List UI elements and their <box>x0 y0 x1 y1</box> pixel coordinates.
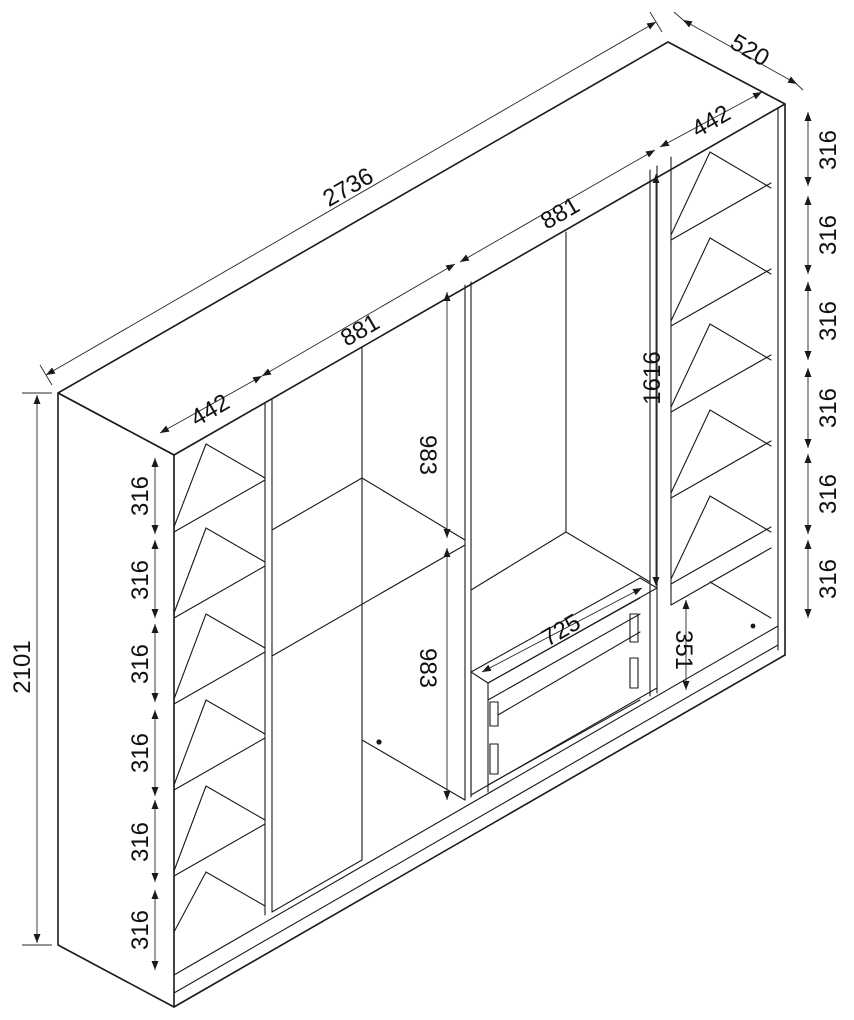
wardrobe-body <box>57 41 786 1008</box>
dim-hanging-height: 1616 <box>639 351 666 404</box>
dim-lower-compartment: 983 <box>414 648 441 688</box>
dim-left-shelf-1: 316 <box>127 476 154 516</box>
left-side-panel <box>57 392 175 1008</box>
dim-overall-width: 2736 <box>318 162 378 212</box>
dim-left-shelf-2: 316 <box>127 560 154 600</box>
dim-upper-compartment: 983 <box>414 435 441 475</box>
drawer-unit <box>470 577 658 796</box>
dim-right-shelf-2: 316 <box>815 215 842 255</box>
dim-left-shelf-6: 316 <box>127 910 154 950</box>
dimension-lines <box>22 11 812 970</box>
dim-right-shelf-1: 316 <box>815 130 842 170</box>
dim-drawer-width: 725 <box>537 609 585 652</box>
right-shelves <box>670 151 772 629</box>
dim-right-shelf-6: 316 <box>815 559 842 599</box>
dim-left-shelf-4: 316 <box>127 733 154 773</box>
dim-height: 2101 <box>9 640 36 693</box>
dim-depth: 520 <box>726 29 774 72</box>
dim-left-shelf-5: 316 <box>127 822 154 862</box>
top-panel <box>57 41 786 456</box>
dim-right-shelf-5: 316 <box>815 474 842 514</box>
dim-drawer-height: 351 <box>670 630 697 670</box>
left-shelves <box>173 443 266 933</box>
dim-left-shelf-3: 316 <box>127 644 154 684</box>
dim-right-shelf-3: 316 <box>815 301 842 341</box>
dim-right-shelf-4: 316 <box>815 388 842 428</box>
